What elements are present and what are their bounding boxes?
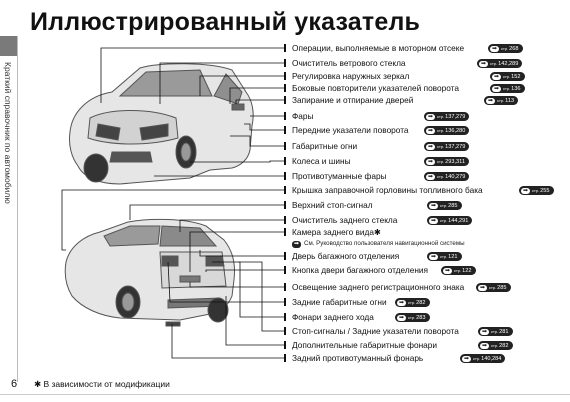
page-ref-side-turn-repeaters[interactable]: ➡стр.136 bbox=[490, 84, 525, 93]
label-tailgate: Дверь багажного отделения bbox=[292, 251, 400, 261]
sidebar-tab bbox=[0, 36, 18, 56]
rear-car-illustration bbox=[64, 218, 235, 327]
page-ref-rear-fog-light[interactable]: ➡стр.140,284 bbox=[460, 354, 506, 363]
page-ref-windshield-wiper[interactable]: ➡стр.142,289 bbox=[477, 59, 523, 68]
label-rearview-camera: Камера заднего вида✱ bbox=[292, 227, 381, 237]
sidebar-label: Краткий справочник по автомобилю bbox=[3, 62, 13, 204]
page-ref-tailgate-button[interactable]: ➡стр.122 bbox=[441, 266, 476, 275]
label-fog-lights: Противотуманные фары bbox=[292, 171, 387, 181]
label-wheels-tires: Колеса и шины bbox=[292, 156, 351, 166]
label-side-turn-repeaters: Боковые повторители указателей поворота bbox=[292, 83, 459, 93]
leader-endpoints bbox=[284, 44, 286, 362]
label-mirror-adjustment: Регулировка наружных зеркал bbox=[292, 71, 410, 81]
page-ref-high-mount-brake-light[interactable]: ➡стр.285 bbox=[427, 201, 462, 210]
page-ref-engine-compartment[interactable]: ➡стр.268 bbox=[488, 44, 523, 53]
front-leader-lines bbox=[61, 47, 285, 251]
footer-divider bbox=[0, 394, 570, 395]
page-title: Иллюстрированный указатель bbox=[30, 8, 421, 36]
label-high-mount-brake-light: Верхний стоп-сигнал bbox=[292, 200, 373, 210]
footnote: ✱ В зависимости от модификации bbox=[34, 379, 170, 389]
label-tailgate-button: Кнопка двери багажного отделения bbox=[292, 265, 429, 275]
label-rear-parking-lights: Задние габаритные огни bbox=[292, 297, 387, 307]
camera-note[interactable]: ➡См. Руководство пользователя навигацион… bbox=[292, 240, 465, 248]
page-ref-fog-lights[interactable]: ➡стр.140,279 bbox=[424, 172, 470, 181]
page-ref-license-plate-light[interactable]: ➡стр.285 bbox=[476, 283, 511, 292]
page-number: 6 bbox=[11, 378, 18, 390]
page-ref-fuel-fill-door[interactable]: ➡стр.255 bbox=[519, 186, 554, 195]
label-door-locking: Запирание и отпирание дверей bbox=[292, 95, 414, 105]
page-ref-rear-parking-lights[interactable]: ➡стр.282 bbox=[395, 298, 430, 307]
rear-leader-lines bbox=[129, 204, 285, 359]
label-parking-lights: Габаритные огни bbox=[292, 141, 358, 151]
label-additional-parking-lights: Дополнительные габаритные фонари bbox=[292, 340, 438, 350]
label-front-turn-signals: Передние указатели поворота bbox=[292, 125, 409, 135]
sidebar-divider bbox=[17, 36, 18, 382]
label-license-plate-light: Освещение заднего регистрационного знака bbox=[292, 282, 465, 292]
label-fuel-fill-door: Крышка заправочной горловины топливного … bbox=[292, 185, 483, 195]
front-car-illustration bbox=[69, 63, 254, 185]
page-ref-additional-parking-lights[interactable]: ➡стр.282 bbox=[478, 341, 513, 350]
page-ref-backup-lights[interactable]: ➡стр.283 bbox=[395, 313, 430, 322]
page-ref-front-turn-signals[interactable]: ➡стр.136,280 bbox=[424, 126, 470, 135]
page-ref-brake-turn-lights[interactable]: ➡стр.281 bbox=[478, 327, 513, 336]
page-ref-tailgate[interactable]: ➡стр.121 bbox=[427, 252, 462, 261]
label-backup-lights: Фонари заднего хода bbox=[292, 312, 374, 322]
label-brake-turn-lights: Стоп-сигналы / Задние указатели поворота bbox=[292, 326, 459, 336]
sidebar bbox=[0, 36, 18, 382]
label-windshield-wiper: Очиститель ветрового стекла bbox=[292, 58, 406, 68]
label-headlights: Фары bbox=[292, 111, 314, 121]
label-rear-wiper: Очиститель заднего стекла bbox=[292, 215, 398, 225]
page-ref-headlights[interactable]: ➡стр.137,279 bbox=[424, 112, 470, 121]
reference-arrow-icon: ➡ bbox=[292, 241, 301, 248]
label-rear-fog-light: Задний противотуманный фонарь bbox=[292, 353, 424, 363]
page-ref-wheels-tires[interactable]: ➡стр.293,311 bbox=[424, 157, 469, 166]
page-ref-parking-lights[interactable]: ➡стр.137,279 bbox=[424, 142, 470, 151]
page-ref-rear-wiper[interactable]: ➡стр.144,291 bbox=[427, 216, 473, 225]
label-engine-compartment: Операции, выполняемые в моторном отсеке bbox=[292, 43, 465, 53]
page-ref-mirror-adjustment[interactable]: ➡стр.152 bbox=[490, 72, 525, 81]
page-ref-door-locking[interactable]: ➡стр.113 bbox=[484, 96, 519, 105]
